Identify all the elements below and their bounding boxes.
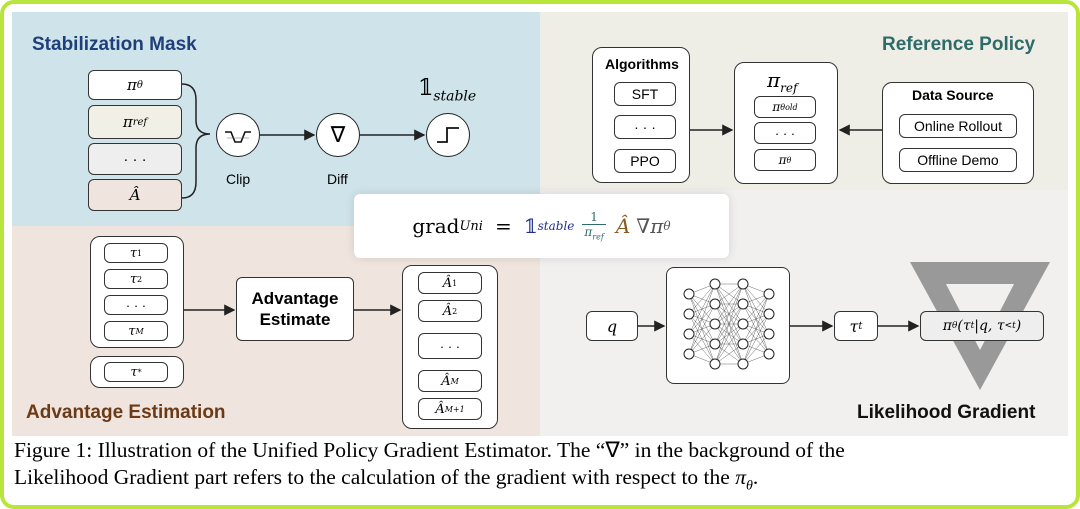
step-function-icon (437, 127, 459, 143)
figure-caption: Figure 1: Illustration of the Unified Po… (14, 437, 1072, 499)
clip-node (216, 113, 260, 157)
offline-demo-box: Offline Demo (899, 148, 1017, 172)
caption-line-1: Figure 1: Illustration of the Unified Po… (14, 438, 845, 462)
nabla-icon: ∇ (330, 122, 346, 147)
caption-line-2: Likelihood Gradient part refers to the c… (14, 465, 759, 494)
advantage-estimate-box: Advantage Estimate (236, 277, 354, 341)
input-bracket (182, 83, 211, 199)
ellipsis-input: · · · (88, 143, 182, 175)
algorithms-title: Algorithms (605, 56, 679, 72)
neural-network-icon (683, 278, 775, 370)
stab-arrows (260, 129, 426, 141)
query-box: q (586, 311, 638, 341)
stabilization-title: Stabilization Mask (32, 34, 197, 55)
clip-icon (225, 131, 251, 143)
pi-ref-ellipsis: · · · (754, 122, 816, 144)
diff-node: ∇ (316, 113, 360, 157)
advantage-input: Â (88, 179, 182, 211)
pi-ref-title: πref (767, 68, 798, 95)
clip-label: Clip (226, 171, 251, 187)
indicator-stable: 𝟙stable (418, 76, 477, 105)
online-rollout-box: Online Rollout (899, 114, 1017, 138)
algorithms-ellipsis: · · · (614, 115, 676, 139)
data-source-title: Data Source (912, 87, 994, 103)
advantage-title: Advantage Estimation (26, 402, 226, 423)
diff-label: Diff (327, 171, 348, 187)
reference-title: Reference Policy (882, 34, 1036, 55)
tau-ellipsis-box: · · · (104, 295, 168, 315)
ref-arrows (690, 124, 882, 136)
sft-box: SFT (614, 82, 676, 106)
adv-ellipsis-box: · · · (418, 333, 482, 359)
neural-network-box (666, 267, 790, 384)
ppo-box: PPO (614, 149, 676, 173)
step-node (426, 113, 470, 157)
adv-arrows (184, 304, 402, 316)
lik-arrows (638, 320, 920, 332)
likelihood-title: Likelihood Gradient (857, 402, 1036, 423)
tau-star-box: τ* (104, 362, 168, 382)
